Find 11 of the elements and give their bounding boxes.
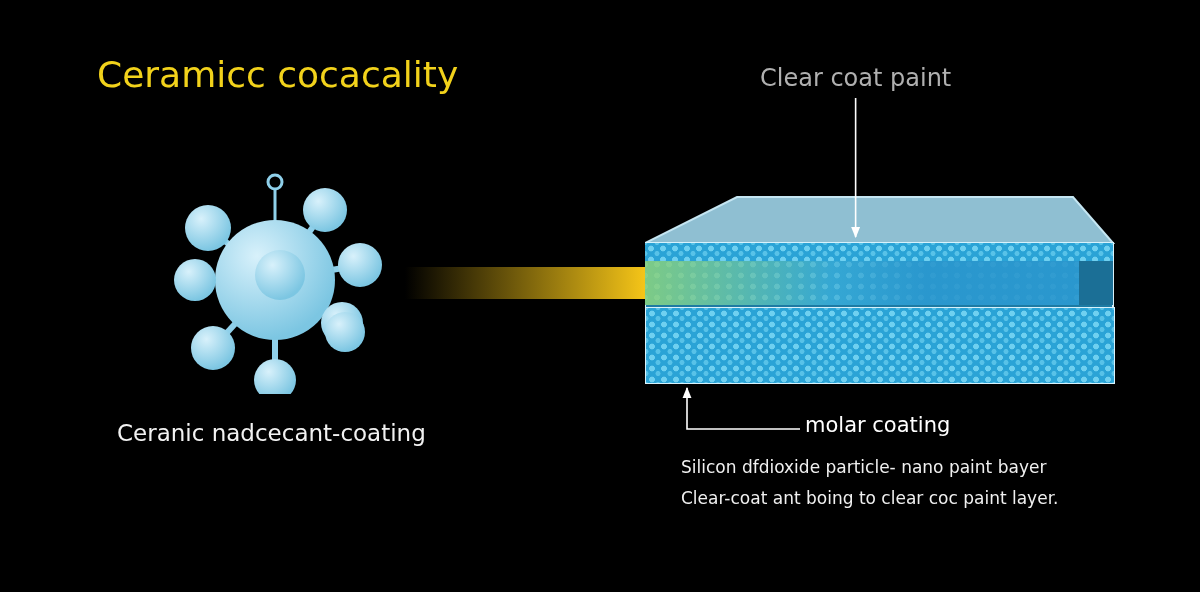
leader-arrow: [682, 386, 801, 430]
description-text: Silicon dfdioxide particle- nano paint bayer: [681, 457, 1047, 477]
callout-label: Clear coat paint: [760, 64, 952, 92]
nanoparticle-layer: [645, 307, 1115, 384]
leader-arrow: [851, 97, 861, 239]
coating-layers-block: [645, 196, 1115, 384]
title: Ceramicc cocacality: [97, 54, 459, 95]
description-text: Clear-coat ant boing to clear coc paint layer.: [681, 488, 1059, 508]
node-label: Ceranic nadcecant-coating: [117, 420, 426, 446]
callout-label: molar coating: [805, 413, 951, 437]
clear-coat-layer: [645, 243, 1113, 305]
